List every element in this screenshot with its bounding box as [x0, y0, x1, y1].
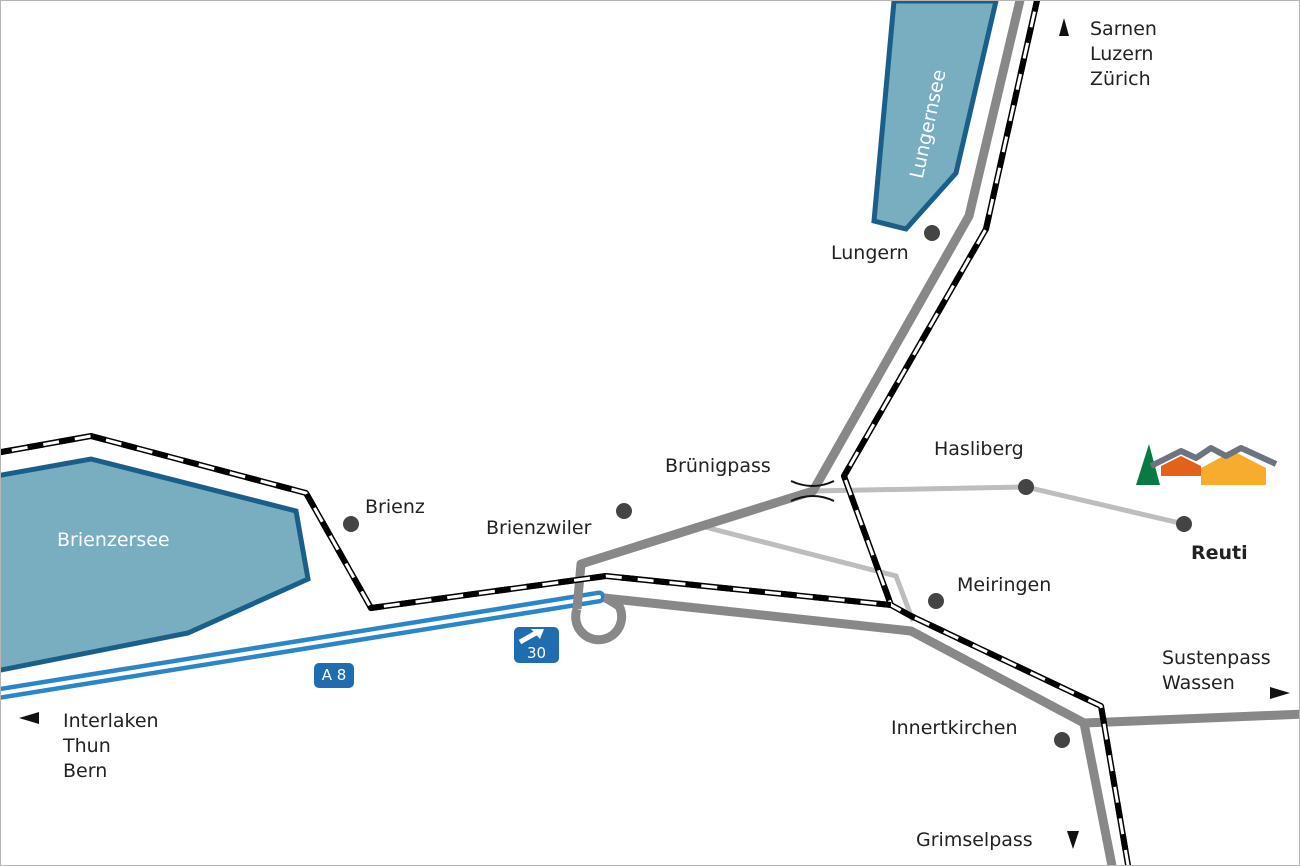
direction-east-1: Sustenpass: [1162, 647, 1271, 669]
place-label-brienz: Brienz: [365, 496, 425, 518]
direction-north-1: Sarnen: [1090, 18, 1157, 40]
direction-north-2: Luzern: [1090, 43, 1154, 65]
direction-south: Grimselpass: [916, 828, 1033, 853]
direction-west-3: Bern: [63, 760, 108, 782]
arrow-north-icon: [1059, 18, 1069, 36]
motorway-badge: A 8: [314, 663, 354, 688]
railways: [1, 1, 1132, 865]
direction-east-2: Wassen: [1162, 672, 1235, 694]
direction-east: Sustenpass Wassen: [1162, 646, 1271, 696]
place-label-meiringen: Meiringen: [957, 574, 1052, 596]
place-label-brienzwiler: Brienzwiler: [486, 517, 592, 539]
pass-icon: [790, 480, 835, 502]
exit-badge: 30: [514, 627, 559, 663]
place-label-hasliberg: Hasliberg: [934, 438, 1024, 460]
direction-north: Sarnen Luzern Zürich: [1090, 17, 1157, 92]
direction-south-1: Grimselpass: [916, 829, 1033, 851]
arrow-south-icon: [1067, 831, 1079, 849]
place-label-reuti: Reuti: [1191, 542, 1248, 564]
place-label-innertkirchen: Innertkirchen: [891, 717, 1018, 739]
direction-west-2: Thun: [63, 735, 111, 757]
place-label-lungern: Lungern: [831, 242, 909, 264]
lake-lungernsee: [871, 1, 999, 232]
reuti-logo: [1136, 444, 1278, 485]
place-label-bruenigpass: Brünigpass: [665, 455, 771, 477]
motorway-a8: [1, 590, 606, 700]
direction-west-1: Interlaken: [63, 710, 159, 732]
arrow-east-icon: [1270, 687, 1290, 699]
arrow-west-icon: [19, 712, 39, 724]
lake-brienzersee: [1, 456, 311, 673]
direction-north-3: Zürich: [1090, 68, 1151, 90]
exit-arrow-icon: [518, 629, 544, 645]
place-dots: [343, 225, 1192, 748]
lake-label-brienzersee: Brienzersee: [57, 529, 170, 551]
direction-arrows: [19, 18, 1290, 849]
direction-west: Interlaken Thun Bern: [63, 709, 159, 784]
exit-number: 30: [526, 644, 547, 662]
